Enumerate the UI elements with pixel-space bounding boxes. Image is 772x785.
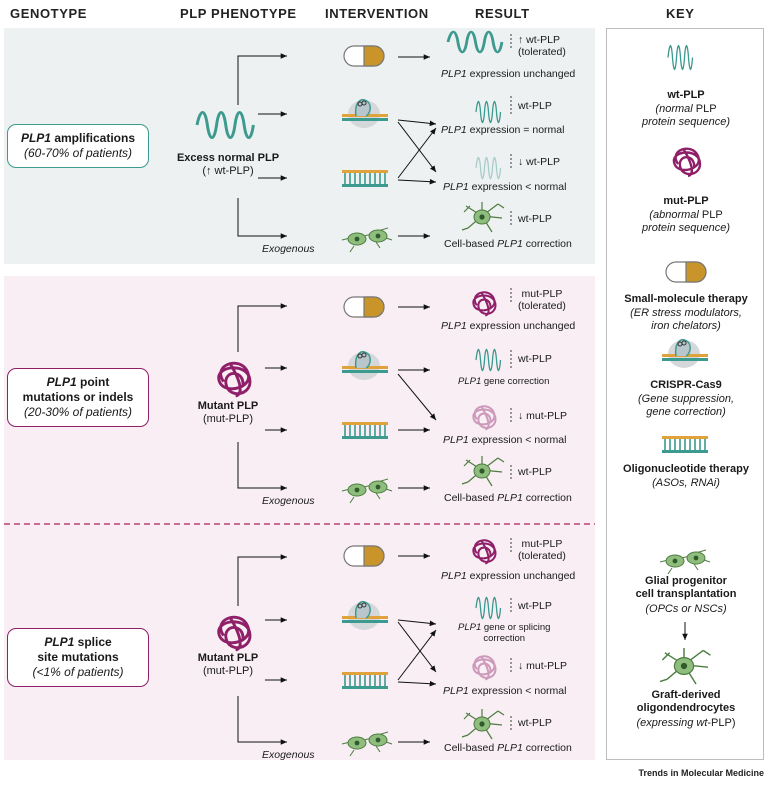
result-1-4-label: wt-PLP [518, 213, 552, 225]
genotype-desc-2: point [76, 375, 110, 389]
header-phenotype: PLP PHENOTYPE [180, 6, 297, 21]
result-3-1-label: mut-PLP(tolerated) [518, 538, 566, 562]
phenotype-label-3: Mutant PLP(mut-PLP) [197, 652, 259, 677]
result-1-2-caption: PLP1 expression = normal [441, 124, 565, 136]
exogenous-label-3: Exogenous [262, 749, 315, 761]
genotype-desc2-2: mutations or indels [22, 390, 134, 404]
result-2-2-caption: PLP1 gene correction [458, 376, 550, 387]
result-2-2-label: wt-PLP [518, 353, 552, 365]
result-1-1-caption: PLP1 expression unchanged [441, 68, 576, 80]
key-mut-plp-title: mut-PLP [663, 195, 709, 207]
header-key: KEY [666, 6, 695, 21]
result-2-4-caption: Cell-based PLP1 correction [444, 492, 572, 504]
result-1-2-label: wt-PLP [518, 100, 552, 112]
result-2-3-label: ↓ mut-PLP [518, 410, 568, 422]
panel2-phenotype-tangle-icon [217, 361, 252, 398]
genotype-gene-1: PLP1 [20, 131, 51, 145]
panel3-phenotype-tangle-icon [217, 615, 252, 652]
phenotype-label-2: Mutant PLP(mut-PLP) [197, 400, 259, 425]
key-small-molecule-desc: (ER stress modulators,iron chelators) [630, 307, 742, 332]
result-3-3-caption: PLP1 expression < normal [443, 685, 567, 697]
header-genotype: GENOTYPE [10, 6, 88, 21]
result-2-1-label: mut-PLP(tolerated) [518, 288, 566, 312]
key-oligo-title: Oligonucleotide therapy [623, 463, 749, 475]
genotype-box-splice-mutations: PLP1 splice site mutations (<1% of patie… [7, 628, 149, 687]
phenotype-label-1: Excess normal PLP(↑ wt-PLP) [176, 152, 280, 177]
key-crispr-title: CRISPR-Cas9 [650, 379, 722, 391]
result-1-3-label: ↓ wt-PLP [518, 156, 561, 168]
genotype-box-amplifications: PLP1 amplifications (60-70% of patients) [7, 124, 149, 168]
exogenous-label-2: Exogenous [262, 495, 315, 507]
key-small-molecule-title: Small-molecule therapy [624, 293, 748, 305]
genotype-box-point-mutations: PLP1 point mutations or indels (20-30% o… [7, 368, 149, 427]
exogenous-label-1: Exogenous [262, 243, 315, 255]
result-3-4-caption: Cell-based PLP1 correction [444, 742, 572, 754]
result-1-3-caption: PLP1 expression < normal [443, 181, 567, 193]
genotype-percent-3: (<1% of patients) [32, 665, 124, 679]
header-intervention: INTERVENTION [325, 6, 429, 21]
key-graft-desc: (expressing wt-PLP) [636, 717, 736, 729]
result-3-1-caption: PLP1 expression unchanged [441, 570, 576, 582]
genotype-gene-3: PLP1 [44, 635, 75, 649]
result-1-4-caption: Cell-based PLP1 correction [444, 238, 572, 250]
header-result: RESULT [475, 6, 530, 21]
result-3-3-label: ↓ mut-PLP [518, 660, 568, 672]
panel1-phenotype-wave-icon [195, 110, 255, 140]
key-progenitor-desc: (OPCs or NSCs) [645, 603, 727, 615]
result-1-1-label: ↑ wt-PLP(tolerated) [518, 34, 566, 58]
result-2-4-label: wt-PLP [518, 466, 552, 478]
result-3-2-label: wt-PLP [518, 600, 552, 612]
genotype-desc-3: splice [74, 635, 112, 649]
result-2-1-caption: PLP1 expression unchanged [441, 320, 576, 332]
genotype-desc-1: amplifications [50, 131, 136, 145]
genotype-percent-2: (20-30% of patients) [23, 405, 133, 419]
genotype-gene-2: PLP1 [46, 375, 77, 389]
key-crispr-desc: (Gene suppression,gene correction) [638, 393, 734, 418]
genotype-desc2-3: site mutations [37, 650, 119, 664]
journal-footer: Trends in Molecular Medicine [638, 768, 764, 778]
result-2-3-caption: PLP1 expression < normal [443, 434, 567, 446]
result-3-4-label: wt-PLP [518, 717, 552, 729]
key-wt-plp-title: wt-PLP [667, 89, 705, 101]
key-oligo-desc: (ASOs, RNAi) [652, 477, 720, 489]
genotype-percent-1: (60-70% of patients) [23, 146, 133, 160]
